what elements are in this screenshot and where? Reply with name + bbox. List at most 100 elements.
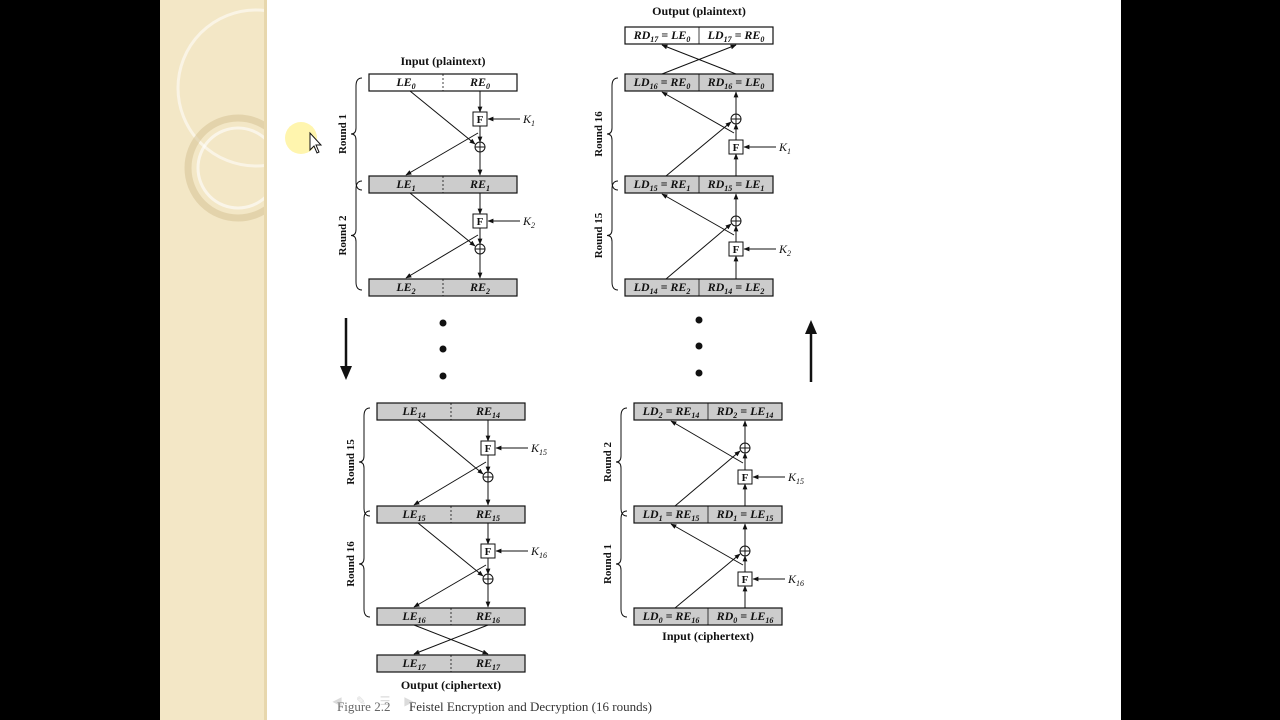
- text-part: LD: [633, 75, 650, 89]
- subscript: 1: [659, 514, 663, 523]
- encryption-right-half: RE16: [475, 609, 500, 625]
- arrow-right-icon[interactable]: ▶: [404, 694, 414, 708]
- subscript: 0: [486, 82, 490, 91]
- pen-icon[interactable]: ✎: [355, 694, 367, 708]
- encryption-output-label: Output (ciphertext): [401, 678, 501, 692]
- ellipsis-dot: [695, 316, 703, 324]
- cursor-icon: [285, 122, 323, 154]
- text-part: = LE: [658, 28, 686, 42]
- subscript: 15: [539, 448, 547, 457]
- f-function-label: F: [477, 216, 484, 228]
- right-cross-to-left: [405, 234, 479, 279]
- subscript: 14: [650, 287, 658, 296]
- text-part: K: [787, 470, 797, 484]
- decryption-right-half: RD15 = LE1: [707, 177, 765, 193]
- text-part: RD: [707, 75, 725, 89]
- decryption-right-half: RD2 = LE14: [716, 404, 774, 420]
- subscript: 17: [418, 663, 427, 672]
- text-part: RE: [475, 404, 492, 418]
- decryption-right-half: RD16 = LE0: [707, 75, 765, 91]
- left-to-xor: [665, 223, 732, 280]
- subscript: 0: [659, 616, 663, 625]
- round-key-label: K1: [778, 140, 791, 156]
- subscript: 2: [685, 287, 690, 296]
- f-function-label: F: [485, 443, 492, 455]
- text-part: RD: [716, 609, 734, 623]
- slide-sidebar-decoration: [160, 0, 336, 720]
- f-function-label: F: [742, 574, 749, 586]
- text-part: RE: [475, 656, 492, 670]
- encryption-left-half: LE17: [401, 656, 426, 672]
- menu-icon[interactable]: ☰: [379, 694, 391, 708]
- text-part: RD: [716, 404, 734, 418]
- round-brace: [606, 77, 619, 191]
- subscript: 17: [492, 663, 501, 672]
- text-part: K: [522, 112, 532, 126]
- round-key-label: K16: [787, 572, 804, 588]
- text-part: LE: [395, 280, 411, 294]
- up-arrow-icon: [805, 320, 817, 334]
- subscript: 14: [724, 287, 732, 296]
- subscript: 0: [686, 82, 690, 91]
- text-part: LD: [642, 404, 659, 418]
- text-part: RD: [707, 177, 725, 191]
- subscript: 16: [418, 616, 426, 625]
- ellipsis-dot: [695, 369, 703, 377]
- right-cross-to-left: [661, 193, 735, 236]
- subscript: 0: [760, 82, 764, 91]
- subscript: 1: [760, 184, 764, 193]
- subscript: 2: [531, 221, 535, 230]
- subscript: 15: [724, 184, 732, 193]
- round-key-label: K1: [522, 112, 535, 128]
- text-part: = LE: [732, 177, 760, 191]
- decryption-round-label: Round 15: [593, 212, 605, 258]
- round-brace: [350, 180, 363, 291]
- subscript: 2: [658, 411, 663, 420]
- subscript: 14: [691, 411, 699, 420]
- encryption-right-half: RE1: [469, 177, 490, 193]
- encryption-left-half: LE0: [395, 75, 415, 91]
- slideshow-toolbar[interactable]: ◀ ✎ ☰ ▶: [330, 694, 416, 708]
- text-part: RE: [469, 75, 486, 89]
- subscript: 14: [765, 411, 773, 420]
- left-to-xor: [674, 553, 741, 609]
- encryption-round-label: Round 1: [337, 114, 349, 154]
- round-key-label: K15: [787, 470, 804, 486]
- text-part: LE: [395, 177, 411, 191]
- decryption-left-half: LD14 = RE2: [633, 280, 691, 296]
- round-brace: [358, 407, 371, 517]
- swap-line: [413, 624, 489, 655]
- encryption-right-half: RE2: [469, 280, 490, 296]
- subscript: 0: [412, 82, 416, 91]
- text-part: RE: [475, 609, 492, 623]
- subscript: 0: [760, 35, 764, 44]
- right-cross-to-left: [670, 523, 744, 566]
- text-part: LE: [401, 656, 417, 670]
- sidebar-edge: [264, 0, 267, 720]
- text-part: RD: [633, 28, 651, 42]
- left-to-xor: [409, 90, 476, 145]
- text-part: LE: [401, 609, 417, 623]
- text-part: = RE: [658, 177, 687, 191]
- subscript: 0: [733, 616, 737, 625]
- subscript: 1: [686, 184, 690, 193]
- arrow-left-icon[interactable]: ◀: [332, 694, 342, 708]
- f-function-label: F: [733, 142, 740, 154]
- text-part: = RE: [658, 75, 687, 89]
- subscript: 17: [650, 35, 659, 44]
- subscript: 16: [765, 616, 773, 625]
- swap-line: [661, 44, 737, 75]
- subscript: 2: [485, 287, 490, 296]
- text-part: LD: [707, 28, 724, 42]
- text-part: RD: [716, 507, 734, 521]
- right-cross-to-left: [405, 132, 479, 176]
- decryption-left-half: LD1 = RE15: [642, 507, 700, 523]
- decryption-output-label: Output (plaintext): [652, 4, 746, 18]
- encryption-right-half: RE14: [475, 404, 500, 420]
- left-to-xor: [674, 450, 741, 507]
- encryption-round-label: Round 15: [345, 439, 357, 485]
- subscript: 16: [539, 551, 547, 560]
- text-part: = LE: [732, 280, 760, 294]
- subscript: 15: [650, 184, 658, 193]
